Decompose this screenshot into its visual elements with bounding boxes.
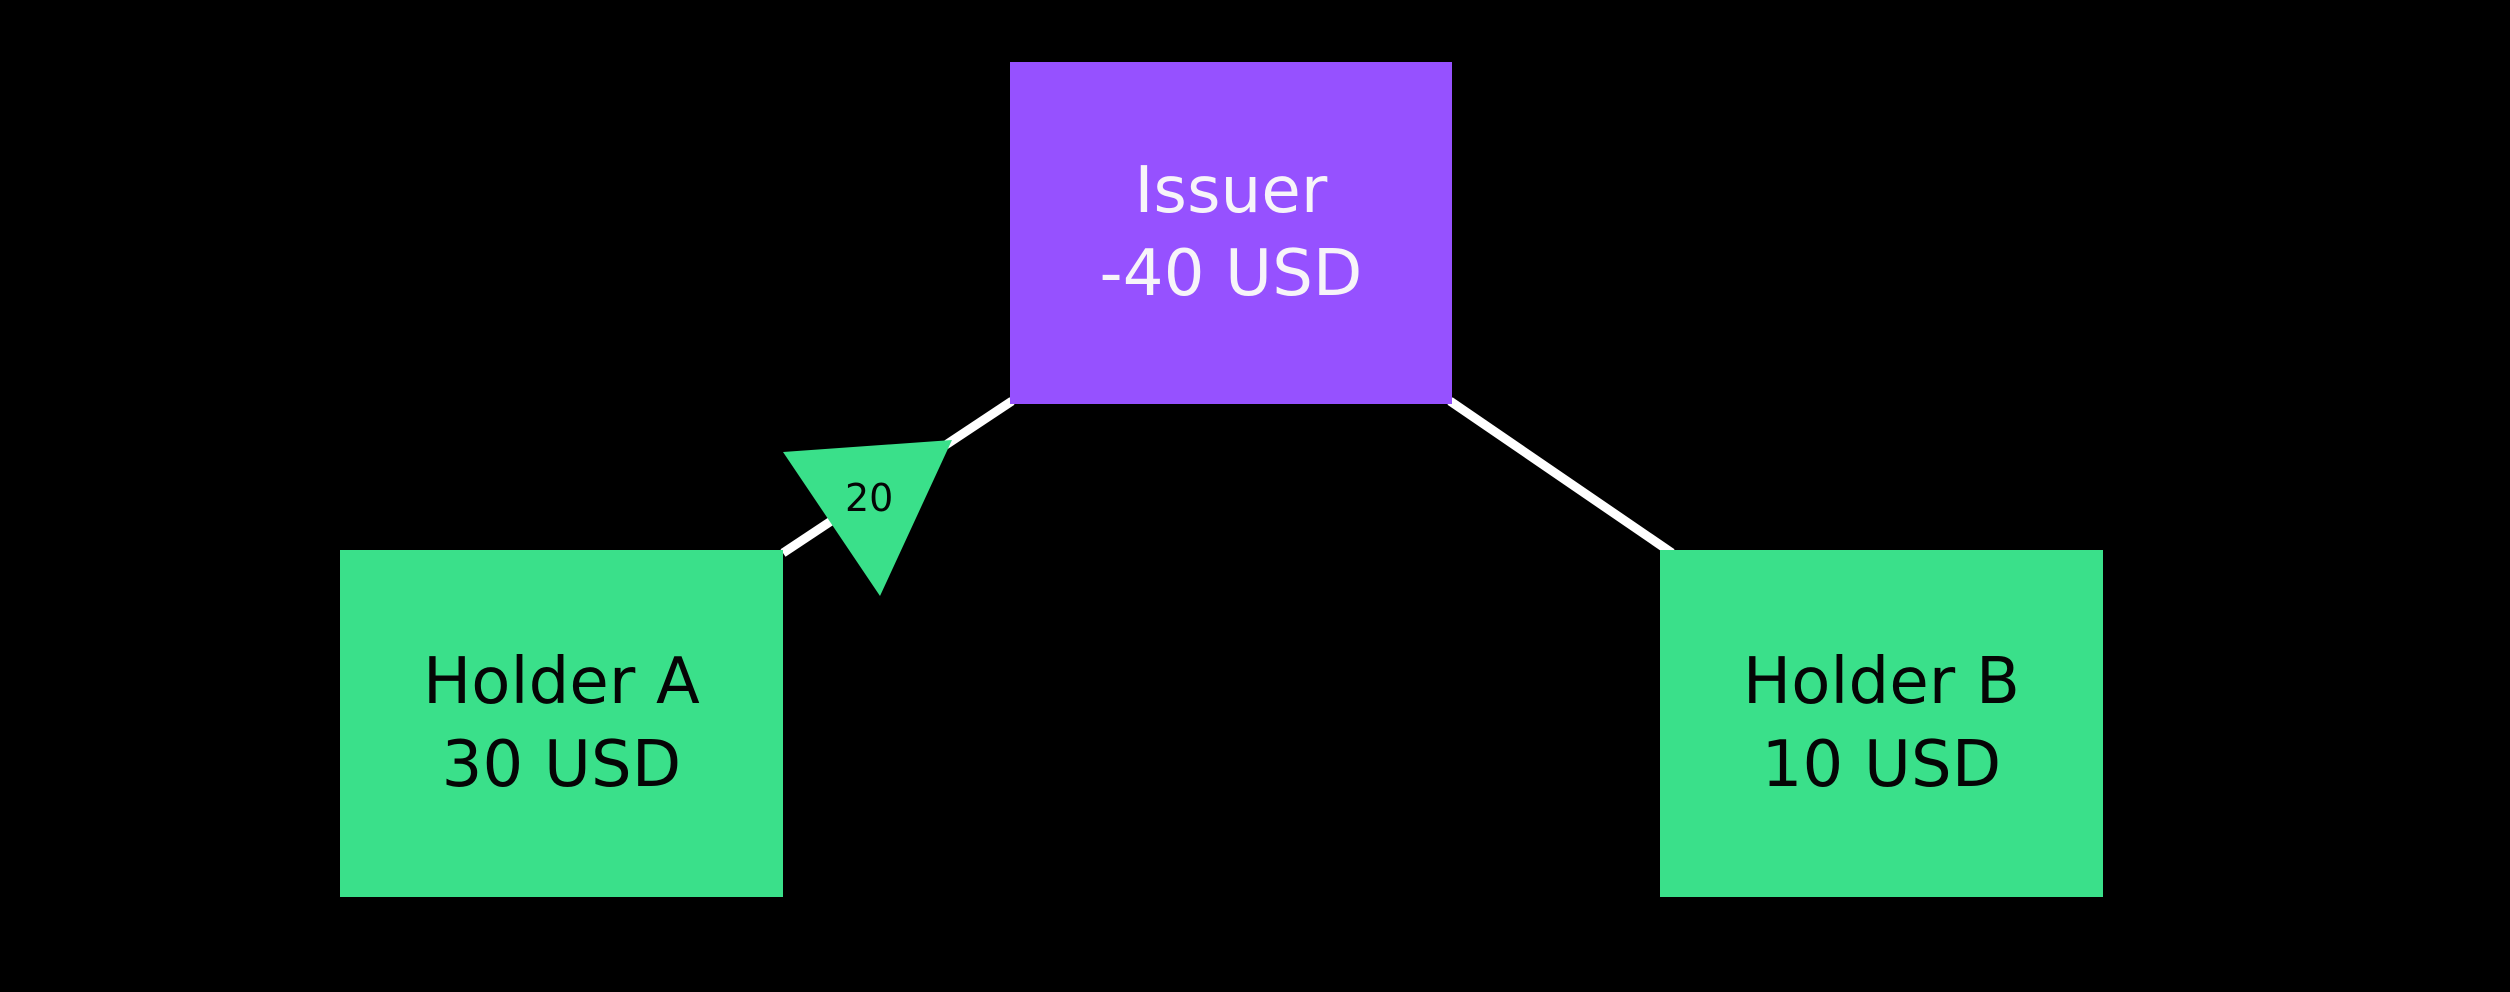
edge-issuer-to-holder-b: [1447, 397, 1675, 557]
node-issuer-title: Issuer: [1134, 154, 1328, 228]
node-issuer-amount: -40 USD: [1099, 237, 1363, 311]
node-holder-a[interactable]: Holder A 30 USD: [340, 550, 783, 897]
edge-marker-triangle-a: [783, 440, 952, 596]
edge-label-holder-a-to-issuer: 20: [845, 476, 894, 520]
node-holder-a-amount: 30 USD: [441, 727, 682, 802]
node-holder-b[interactable]: Holder B 10 USD: [1660, 550, 2103, 897]
node-holder-b-amount: 10 USD: [1761, 727, 2002, 802]
node-holder-b-title: Holder B: [1742, 644, 2021, 719]
node-holder-a-title: Holder A: [422, 644, 701, 719]
node-issuer[interactable]: Issuer -40 USD: [1010, 62, 1452, 404]
